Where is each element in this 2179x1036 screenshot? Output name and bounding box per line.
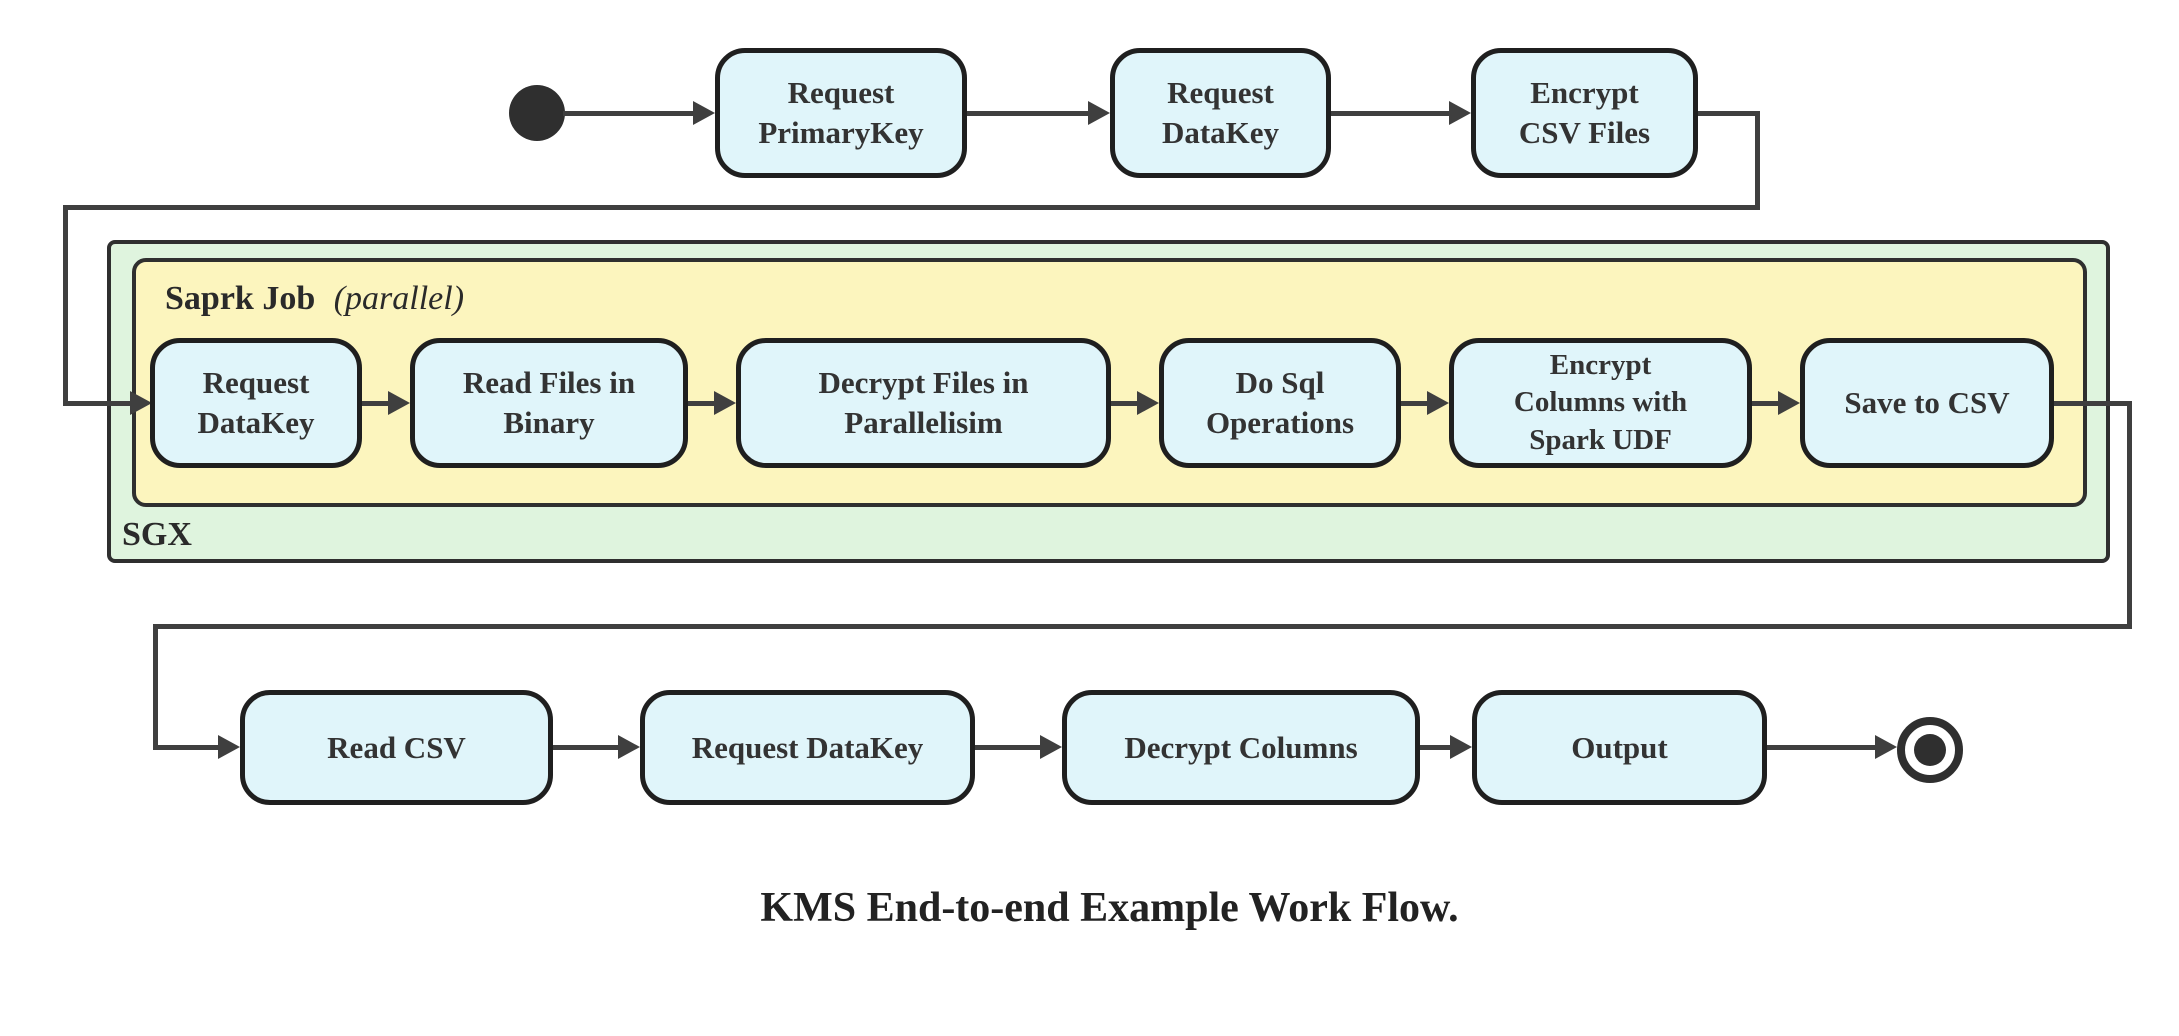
arrowhead-into-sgx: [130, 391, 152, 415]
arrowhead-do-sql: [1137, 391, 1159, 415]
edge-save-to-read-seg1: [2054, 401, 2132, 406]
arrowhead-encrypt-columns: [1427, 391, 1449, 415]
edge-decrypt-to-output: [1420, 745, 1450, 750]
node-encrypt-columns-udf: Encrypt Columns with Spark UDF: [1449, 338, 1752, 468]
edge-sgx-3-4: [1111, 401, 1139, 406]
edge-save-to-read-seg3: [153, 624, 2132, 629]
node-do-sql-operations: Do Sql Operations: [1159, 338, 1401, 468]
arrowhead-decrypt-columns: [1040, 735, 1062, 759]
node-request-primarykey: Request PrimaryKey: [715, 48, 967, 178]
node-encrypt-csv-files: Encrypt CSV Files: [1471, 48, 1698, 178]
edge-sgx-5-6: [1752, 401, 1780, 406]
node-request-datakey-top: Request DataKey: [1110, 48, 1331, 178]
diagram-caption: KMS End-to-end Example Work Flow.: [760, 885, 1459, 931]
node-read-csv: Read CSV: [240, 690, 553, 805]
edge-save-to-read-seg4: [153, 624, 158, 748]
edge-datakey-to-decrypt-columns: [975, 745, 1040, 750]
edge-encrypt-to-sgx-seg2: [1755, 111, 1760, 207]
edge-sgx-4-5: [1401, 401, 1429, 406]
node-request-datakey-sgx: Request DataKey: [150, 338, 362, 468]
edge-primarykey-to-datakey: [967, 111, 1088, 116]
edge-encrypt-to-sgx-seg1: [1698, 111, 1760, 116]
arrowhead-output: [1450, 735, 1472, 759]
spark-job-label: Saprk Job (parallel): [165, 280, 464, 318]
node-decrypt-files-parallelism: Decrypt Files in Parallelisim: [736, 338, 1111, 468]
edge-readcsv-to-datakey: [553, 745, 618, 750]
sgx-label: SGX: [122, 516, 192, 553]
arrowhead-request-primarykey: [693, 101, 715, 125]
node-save-to-csv: Save to CSV: [1800, 338, 2054, 468]
arrowhead-request-datakey: [1088, 101, 1110, 125]
edge-start-to-request-primarykey: [563, 111, 693, 116]
edge-sgx-1-2: [362, 401, 390, 406]
end-node-dot-icon: [1914, 734, 1946, 766]
arrowhead-encrypt-csv: [1449, 101, 1471, 125]
arrowhead-request-datakey-bottom: [618, 735, 640, 759]
spark-job-modifier: (parallel): [333, 280, 465, 317]
node-read-files-binary: Read Files in Binary: [410, 338, 688, 468]
node-request-datakey-bottom: Request DataKey: [640, 690, 975, 805]
arrowhead-decrypt-files: [714, 391, 736, 415]
edge-save-to-read-seg2: [2127, 401, 2132, 629]
edge-output-to-end: [1767, 745, 1875, 750]
start-node-icon: [509, 85, 565, 141]
spark-job-title: Saprk Job: [165, 280, 316, 317]
edge-encrypt-to-sgx-seg3: [63, 205, 1760, 210]
node-output: Output: [1472, 690, 1767, 805]
edge-encrypt-to-sgx-seg4: [63, 205, 68, 405]
edge-sgx-2-3: [688, 401, 716, 406]
edge-encrypt-to-sgx-seg5: [63, 401, 134, 406]
edge-datakey-to-encrypt: [1331, 111, 1449, 116]
arrowhead-into-read-csv: [218, 735, 240, 759]
arrowhead-read-files: [388, 391, 410, 415]
node-decrypt-columns: Decrypt Columns: [1062, 690, 1420, 805]
edge-save-to-read-seg5: [153, 745, 220, 750]
arrowhead-end-node: [1875, 735, 1897, 759]
arrowhead-save-to-csv: [1778, 391, 1800, 415]
